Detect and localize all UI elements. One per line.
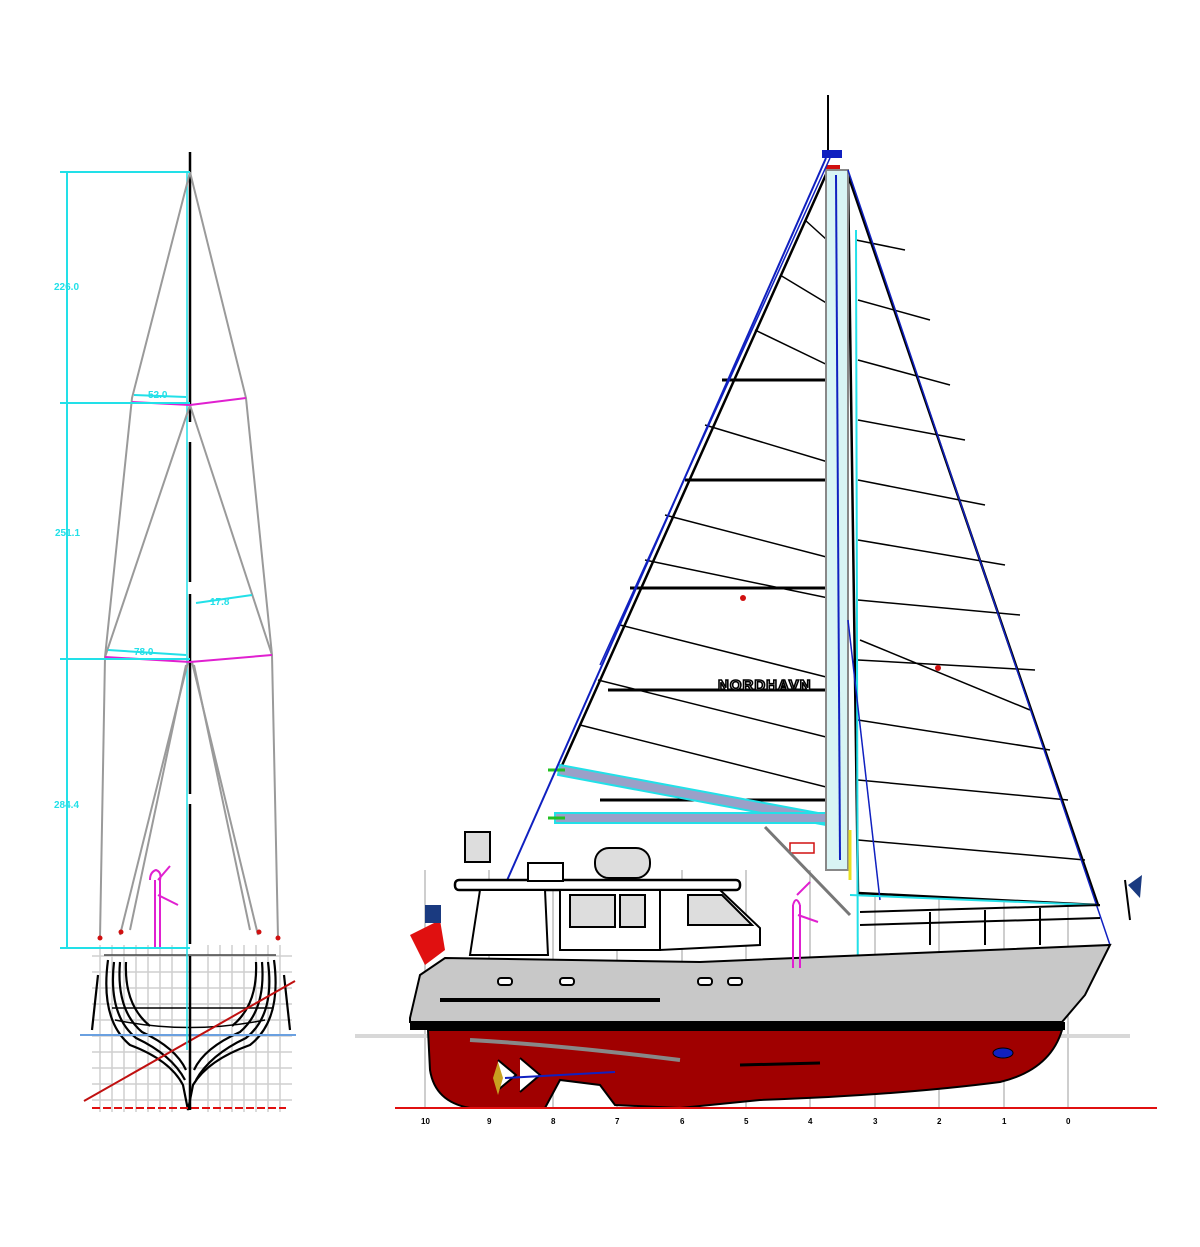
bow-rail [859, 879, 1131, 945]
ensign-flag [410, 920, 445, 965]
dimension-lower-spreader: 78.0 [134, 647, 154, 658]
station-number: 7 [615, 1117, 620, 1126]
station-number: 0 [1066, 1117, 1071, 1126]
booms [548, 763, 847, 830]
stays [504, 157, 1111, 946]
station-number: 10 [421, 1117, 430, 1126]
mast-profile [822, 95, 867, 1061]
station-number: 6 [680, 1117, 685, 1126]
height-dimension-line [60, 171, 253, 949]
section-view: 226.0 251.1 284.4 52.0 17.8 78.0 [54, 152, 296, 1112]
shrouds [99, 171, 279, 939]
hull-topsides [409, 943, 1112, 1023]
propeller [493, 1062, 503, 1095]
dimension-upper-panel: 226.0 [54, 282, 79, 293]
dimension-upper-spreader: 52.0 [148, 390, 168, 401]
station-number: 1 [1002, 1117, 1007, 1126]
dimension-lower-panel: 284.4 [54, 800, 79, 811]
station-number: 8 [551, 1117, 556, 1126]
dimension-shroud-angle: 17.8 [210, 597, 230, 608]
station-number: 2 [937, 1117, 942, 1126]
chainplates [97, 929, 281, 941]
profile-scale-figure [792, 881, 819, 968]
hull-section [90, 959, 292, 1111]
scale-figure [149, 865, 179, 948]
label-box [789, 842, 815, 854]
station-number: 4 [808, 1117, 813, 1126]
portlights [497, 977, 743, 986]
profile-view: NORDHAVN [355, 95, 1157, 1126]
station-number: 5 [744, 1117, 749, 1126]
deckhouse [453, 831, 761, 956]
dimension-middle-panel: 251.1 [55, 528, 80, 539]
station-number: 3 [873, 1117, 878, 1126]
sail-brand-logo: NORDHAVN [718, 677, 812, 694]
station-number: 9 [487, 1117, 492, 1126]
station-numbers: 10 9 8 7 6 5 4 3 2 1 0 [421, 1117, 1071, 1126]
burgee-flag [1128, 875, 1142, 898]
spreaders [104, 397, 273, 663]
